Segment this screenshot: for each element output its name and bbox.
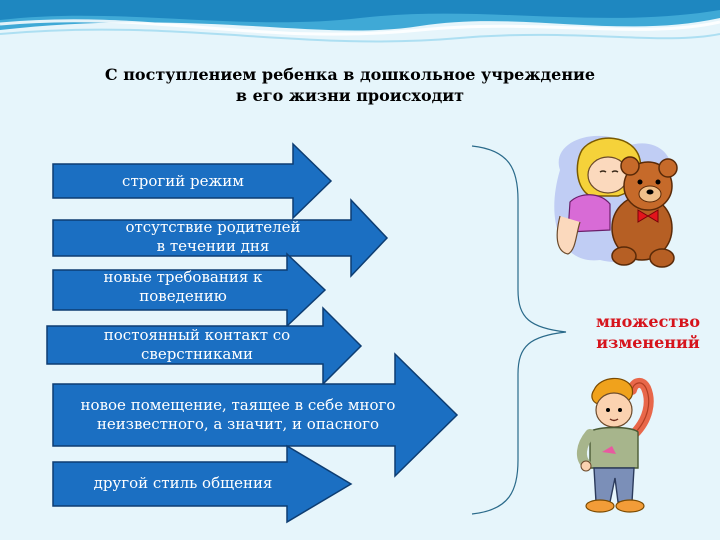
arrow-label: строгий режим bbox=[122, 172, 244, 190]
arrow-shape bbox=[52, 142, 333, 220]
arrow-absence-of-parents: отсутствие родителей в течении дня bbox=[52, 198, 389, 278]
girl-with-teddy-bear-icon bbox=[554, 135, 678, 268]
arrow-strict-regime: строгий режим bbox=[52, 142, 333, 220]
arrow-label: другой стиль общения bbox=[93, 474, 273, 492]
arrow-shape bbox=[52, 352, 459, 478]
many-changes-label: множество изменений bbox=[595, 312, 701, 352]
arrow-label: новое помещение, таящее в себе много неи… bbox=[80, 396, 396, 433]
arrow-different-communication-style: другой стиль общения bbox=[52, 444, 353, 524]
boy-scratching-head-icon bbox=[576, 377, 654, 513]
arrow-label: отсутствие родителей в течении дня bbox=[125, 218, 301, 255]
arrow-constant-peer-contact: постоянный контакт со сверстниками bbox=[46, 306, 363, 386]
title-line-1: С поступлением ребенка в дошкольное учре… bbox=[104, 65, 596, 84]
arrow-shape bbox=[52, 252, 327, 328]
arrow-label: постоянный контакт со сверстниками bbox=[103, 326, 291, 363]
arrow-label: новые требования к поведению bbox=[103, 268, 263, 305]
page-title: С поступлением ребенка в дошкольное учре… bbox=[40, 64, 660, 106]
header-wave-decoration bbox=[0, 0, 720, 60]
arrow-new-behaviour-requirements: новые требования к поведению bbox=[52, 252, 327, 328]
arrow-shape bbox=[52, 444, 353, 524]
arrow-new-premises: новое помещение, таящее в себе много неи… bbox=[52, 352, 459, 478]
title-line-2: в его жизни происходит bbox=[235, 86, 465, 105]
arrow-shape bbox=[46, 306, 363, 386]
arrow-shape bbox=[52, 198, 389, 278]
